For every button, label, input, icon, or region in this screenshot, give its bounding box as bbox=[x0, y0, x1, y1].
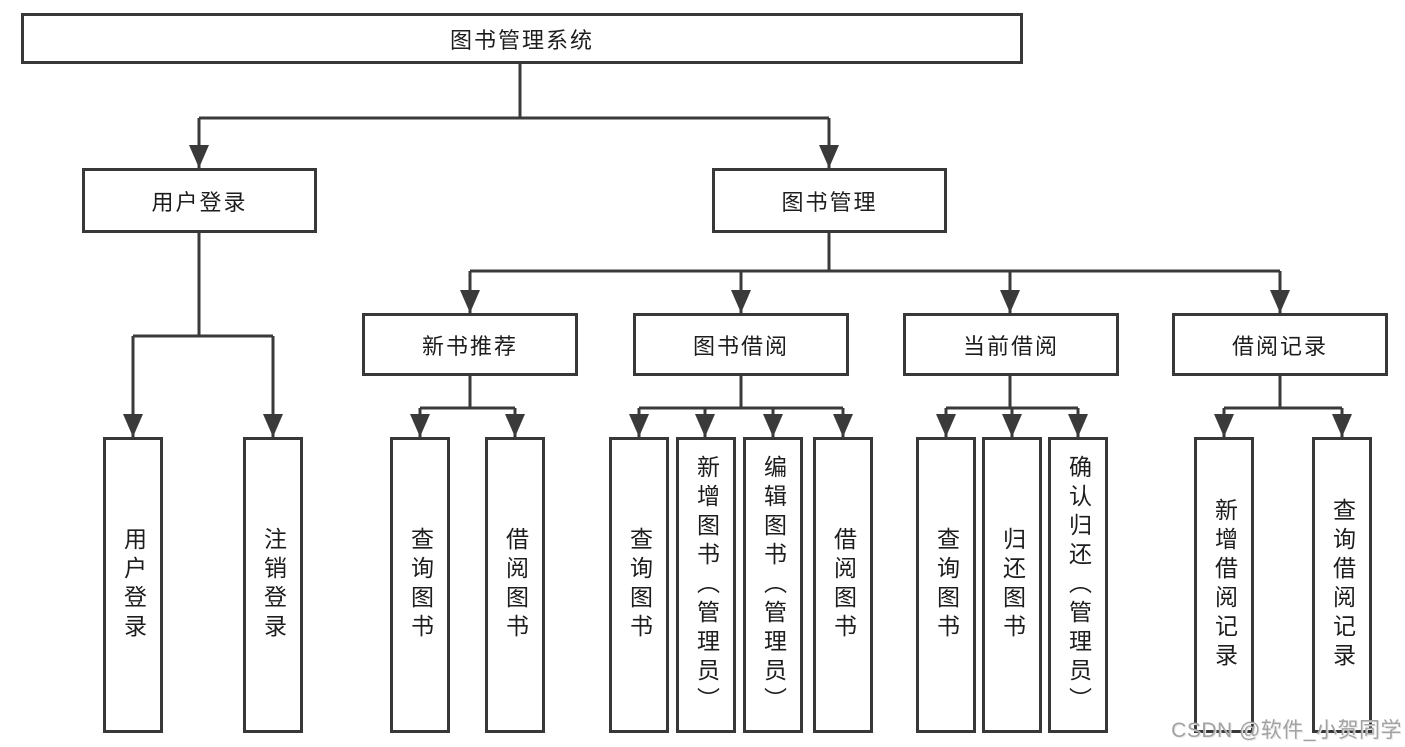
leaf-cb-confirm-return-admin: 确认归还（管理员） bbox=[1048, 437, 1108, 733]
leaf-bb-edit-books-admin: 编辑图书（管理员） bbox=[743, 437, 803, 733]
arrowheads bbox=[123, 145, 1352, 437]
connector-group-book-borrow bbox=[637, 376, 845, 437]
connector-group-borrow-records bbox=[1222, 376, 1344, 437]
node-library-system-label: 图书管理系统 bbox=[449, 27, 594, 53]
leaf-nbr-borrow-books: 借阅图书 bbox=[485, 437, 545, 733]
leaf-cb-return-books-label: 归还图书 bbox=[999, 527, 1026, 643]
leaf-br-query-borrow-record-label: 查询借阅记录 bbox=[1329, 498, 1356, 672]
node-book-management: 图书管理 bbox=[712, 168, 947, 233]
leaf-bb-add-books-admin: 新增图书（管理员） bbox=[676, 437, 736, 733]
leaf-nbr-query-books: 查询图书 bbox=[390, 437, 450, 733]
leaf-cb-return-books: 归还图书 bbox=[982, 437, 1042, 733]
leaf-user-login: 用户登录 bbox=[103, 437, 163, 733]
leaf-br-add-borrow-record: 新增借阅记录 bbox=[1194, 437, 1254, 733]
leaf-br-add-borrow-record-label: 新增借阅记录 bbox=[1211, 498, 1238, 672]
leaf-bb-edit-books-admin-label: 编辑图书（管理员） bbox=[760, 454, 787, 716]
node-book-management-label: 图书管理 bbox=[781, 189, 878, 215]
leaf-logout-label: 注销登录 bbox=[260, 527, 287, 643]
leaf-cb-query-books: 查询图书 bbox=[916, 437, 976, 733]
node-new-book-recommendation: 新书推荐 bbox=[362, 313, 578, 376]
node-borrowing-records-label: 借阅记录 bbox=[1231, 333, 1328, 359]
leaf-bb-borrow-books: 借阅图书 bbox=[813, 437, 873, 733]
leaf-bb-borrow-books-label: 借阅图书 bbox=[830, 527, 857, 643]
node-book-borrowing-label: 图书借阅 bbox=[692, 333, 789, 359]
node-borrowing-records: 借阅记录 bbox=[1172, 313, 1388, 376]
leaf-nbr-borrow-books-label: 借阅图书 bbox=[502, 527, 529, 643]
leaf-bb-query-books: 查询图书 bbox=[609, 437, 669, 733]
leaf-logout: 注销登录 bbox=[243, 437, 303, 733]
leaf-bb-query-books-label: 查询图书 bbox=[626, 527, 653, 643]
node-current-borrowing-label: 当前借阅 bbox=[962, 333, 1059, 359]
leaf-user-login-label: 用户登录 bbox=[120, 527, 147, 643]
node-user-login: 用户登录 bbox=[82, 168, 317, 233]
node-user-login-label: 用户登录 bbox=[151, 189, 248, 215]
leaf-br-query-borrow-record: 查询借阅记录 bbox=[1312, 437, 1372, 733]
leaf-cb-confirm-return-admin-label: 确认归还（管理员） bbox=[1065, 454, 1092, 716]
leaf-bb-add-books-admin-label: 新增图书（管理员） bbox=[693, 454, 720, 716]
connector-group-new-book bbox=[418, 376, 517, 437]
leaf-nbr-query-books-label: 查询图书 bbox=[407, 527, 434, 643]
leaf-cb-query-books-label: 查询图书 bbox=[933, 527, 960, 643]
node-new-book-recommendation-label: 新书推荐 bbox=[421, 333, 518, 359]
node-book-borrowing: 图书借阅 bbox=[633, 313, 849, 376]
node-library-system: 图书管理系统 bbox=[21, 13, 1023, 64]
csdn-watermark: CSDN @软件_小贺同学 bbox=[1171, 719, 1402, 742]
node-current-borrowing: 当前借阅 bbox=[903, 313, 1119, 376]
